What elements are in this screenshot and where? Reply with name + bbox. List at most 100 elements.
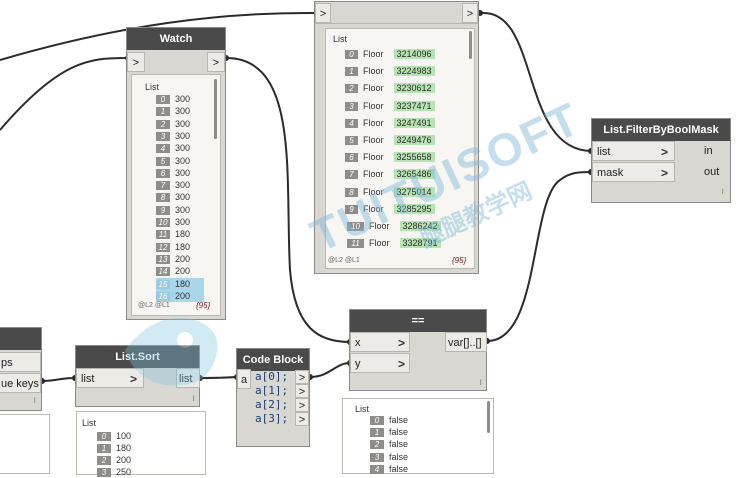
list-value: 180 [175, 278, 191, 289]
sort-output-list[interactable]: list [176, 368, 200, 388]
code-block-node[interactable]: Code Block a a[0]; > a[1]; > a[2]; > a[3]; > [236, 348, 310, 447]
list-index: 4 [156, 144, 170, 154]
watch-count: {95} [196, 301, 211, 310]
list-index: 0 [345, 50, 358, 59]
floor-value: 3328791 [399, 238, 441, 249]
list-index: 14 [156, 267, 170, 277]
wire-sort-to-codeblock [200, 376, 237, 379]
code-line[interactable]: a[3]; [255, 412, 289, 425]
list-index: 0 [156, 95, 170, 104]
filter-node-title: List.FilterByBoolMask [592, 119, 730, 141]
list-item: 2 300 [156, 118, 190, 130]
list-index: 7 [156, 181, 170, 191]
list-index: 2 [156, 119, 170, 129]
filter-input-list[interactable]: list> [592, 141, 675, 161]
list-value: 180 [116, 443, 132, 453]
wire-top-to-floor-watch [0, 11, 319, 61]
filter-output-in[interactable]: in [704, 145, 713, 157]
list-index: 9 [156, 205, 170, 215]
code-block-output-port[interactable]: > [295, 384, 309, 398]
floor-label: Floor [369, 221, 390, 231]
equals-input-x[interactable]: x> [350, 332, 410, 352]
code-block-output-port[interactable]: > [295, 370, 309, 384]
list-value: 200 [175, 253, 191, 264]
left-partial-preview [0, 414, 50, 474]
equals-scrollbar[interactable] [487, 401, 490, 433]
floor-label: Floor [363, 169, 384, 180]
filter-output-out[interactable]: out [704, 166, 720, 178]
sort-list-header: List [82, 418, 97, 428]
equals-list-header: List [355, 404, 370, 414]
watch-list-header: List [145, 82, 160, 92]
sort-node-title: List.Sort [76, 346, 199, 368]
wire-codeblock-to-equals-y [309, 362, 351, 378]
floor-scrollbar[interactable] [469, 31, 472, 59]
code-line[interactable]: a[2]; [255, 398, 289, 411]
list-value: 300 [175, 118, 191, 129]
list-value: 200 [116, 455, 132, 465]
code-line[interactable]: a[1]; [255, 384, 289, 397]
left-partial-node[interactable]: ps ue keys l [0, 327, 42, 411]
list-sort-node[interactable]: List.Sort list> list l [75, 345, 200, 407]
floor-value: 3265486 [393, 169, 435, 180]
floor-label: Floor [363, 135, 384, 145]
floor-watch-input-port[interactable]: > [315, 3, 331, 23]
watch-node-title: Watch [127, 28, 225, 50]
equals-node[interactable]: == x> y> var[]..[] l [349, 309, 487, 391]
list-index: 1 [370, 428, 384, 438]
left-node-port-values[interactable]: ue keys [0, 373, 41, 393]
wire-watch-to-equals-x [227, 57, 351, 343]
list-index: 1 [156, 107, 170, 117]
watch-input-port[interactable]: > [127, 52, 145, 72]
sort-input-list[interactable]: list> [76, 368, 144, 388]
floor-value: 3247491 [393, 117, 435, 128]
code-block-output-port[interactable]: > [295, 398, 309, 412]
equals-input-y[interactable]: y> [350, 353, 410, 373]
equals-output[interactable]: var[]..[] [445, 332, 487, 352]
watch-scrollbar[interactable] [214, 79, 217, 139]
code-block-output-port[interactable]: > [295, 412, 309, 426]
left-node-port-keys[interactable]: ps [0, 352, 41, 372]
list-index: 2 [97, 456, 111, 465]
list-value: false [389, 439, 409, 450]
list-value: false [389, 463, 409, 474]
list-index: 0 [97, 432, 111, 441]
code-block-input-a[interactable]: a [237, 369, 251, 389]
list-index: 6 [345, 153, 358, 163]
floor-watch-output-port[interactable]: > [462, 3, 478, 23]
code-block-title: Code Block [237, 349, 309, 371]
filter-input-mask[interactable]: mask> [592, 162, 675, 182]
list-value: 300 [175, 217, 191, 227]
list-index: 10 [156, 218, 170, 227]
watch-output-port[interactable]: > [207, 52, 225, 72]
list-item: 2 false [370, 438, 408, 450]
floor-value: 3275014 [393, 186, 435, 197]
filter-by-bool-mask-node[interactable]: List.FilterByBoolMask list> mask> in out… [591, 118, 731, 203]
code-line[interactable]: a[0]; [255, 370, 289, 383]
list-index: 12 [156, 242, 170, 252]
watermark-logo [125, 318, 218, 386]
list-index: 2 [370, 440, 384, 450]
